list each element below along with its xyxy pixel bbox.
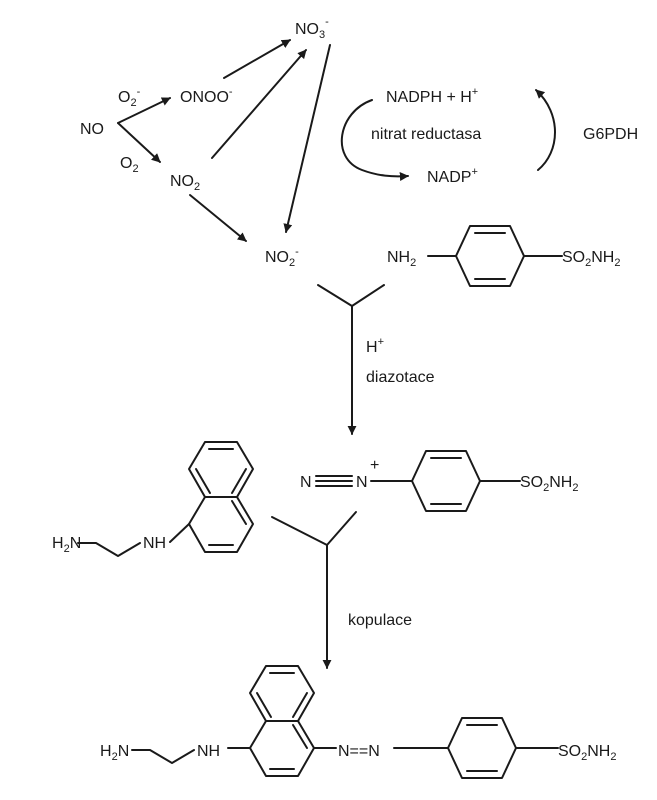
nitrate-to-nitrite-arrow	[283, 44, 331, 233]
diazonium-n2-label: N	[356, 474, 368, 491]
sulfanilamide-so2nh2-label: SO2NH2	[562, 249, 620, 269]
product-ethylene-chain	[131, 749, 195, 764]
enzyme-label: nitrat reductasa	[371, 126, 481, 143]
product-double-4	[292, 724, 308, 749]
coupler-double-2	[231, 468, 247, 494]
azo-dye-product-structure: NH H2N N==N SO2NH2	[100, 665, 616, 779]
product-aryl-ring	[447, 717, 517, 779]
product-azo-group: N==N	[338, 743, 380, 760]
product-double-3	[256, 692, 272, 718]
coupler-ethylene-chain	[77, 542, 141, 557]
diazonium-ring	[411, 450, 481, 512]
reductase-curved-arrow	[340, 99, 409, 181]
coupler-ring-bottom	[188, 496, 254, 553]
nadph-label: NADPH + H+	[386, 86, 478, 106]
nitrite-label: NO2-	[265, 246, 299, 269]
join-line-left-2	[271, 516, 328, 546]
coupler-double-4	[231, 500, 247, 525]
coupling-label: kopulace	[348, 612, 412, 629]
peroxynitrite-to-nitrate-arrow	[223, 39, 291, 79]
join-line-left-1	[317, 284, 353, 307]
diazonium-so2nh2-label: SO2NH2	[520, 474, 578, 494]
sulfanilamide-structure: NH2 SO2NH2	[387, 225, 620, 287]
peroxynitrite-label: ONOO-	[180, 86, 233, 106]
diazonium-n1-label: N	[300, 474, 312, 491]
g6pdh-curved-arrow	[535, 89, 556, 171]
coupler-nh-label: NH	[143, 535, 166, 552]
coupler-double-3	[195, 468, 211, 494]
sulfanilamide-nh2-label: NH2	[387, 249, 416, 269]
no2-to-nitrite-arrow	[189, 194, 247, 242]
product-ring-bottom	[249, 720, 315, 777]
no-to-peroxynitrite-arrow	[117, 97, 171, 124]
product-ring-top	[249, 665, 315, 722]
coupler-ring-top	[188, 441, 254, 498]
superoxide-label: O2-	[118, 86, 141, 109]
nitrate-label: NO3-	[295, 16, 329, 41]
diazonium-charge: +	[370, 457, 379, 474]
g6pdh-label: G6PDH	[583, 126, 638, 143]
no2-to-nitrate-arrow	[211, 49, 307, 159]
nitrate-reductase-cycle: NADPH + H+ nitrat reductasa NADP+ G6PDH	[340, 86, 638, 186]
no-oxidation-network: NO O2- O2 ONOO- NO2 NO3- NO2-	[80, 16, 331, 269]
oxygen-label: O2	[120, 155, 139, 175]
diazotization-label: diazotace	[366, 369, 435, 386]
product-nh-label: NH	[197, 743, 220, 760]
join-line-right-1	[351, 284, 385, 307]
diazonium-structure: N N + SO2NH2	[300, 450, 578, 512]
join-line-right-2	[326, 511, 357, 546]
sulfanilamide-ring	[455, 225, 525, 287]
naphthylethylenediamine-structure: NH H2N	[52, 441, 254, 557]
coupler-h2n-label: H2N	[52, 535, 81, 555]
nadp-label: NADP+	[427, 166, 478, 186]
no-to-no2-arrow	[117, 122, 161, 163]
product-h2n-label: H2N	[100, 743, 129, 763]
product-so2nh2-label: SO2NH2	[558, 743, 616, 763]
no-label: NO	[80, 121, 104, 138]
nitrogen-dioxide-label: NO2	[170, 173, 200, 193]
coupler-n-ring-bond	[169, 523, 190, 543]
diazotization-step: H+ diazotace	[317, 284, 435, 435]
h-plus-label: H+	[366, 336, 384, 356]
coupling-step: kopulace	[271, 511, 412, 669]
product-double-2	[292, 692, 308, 718]
